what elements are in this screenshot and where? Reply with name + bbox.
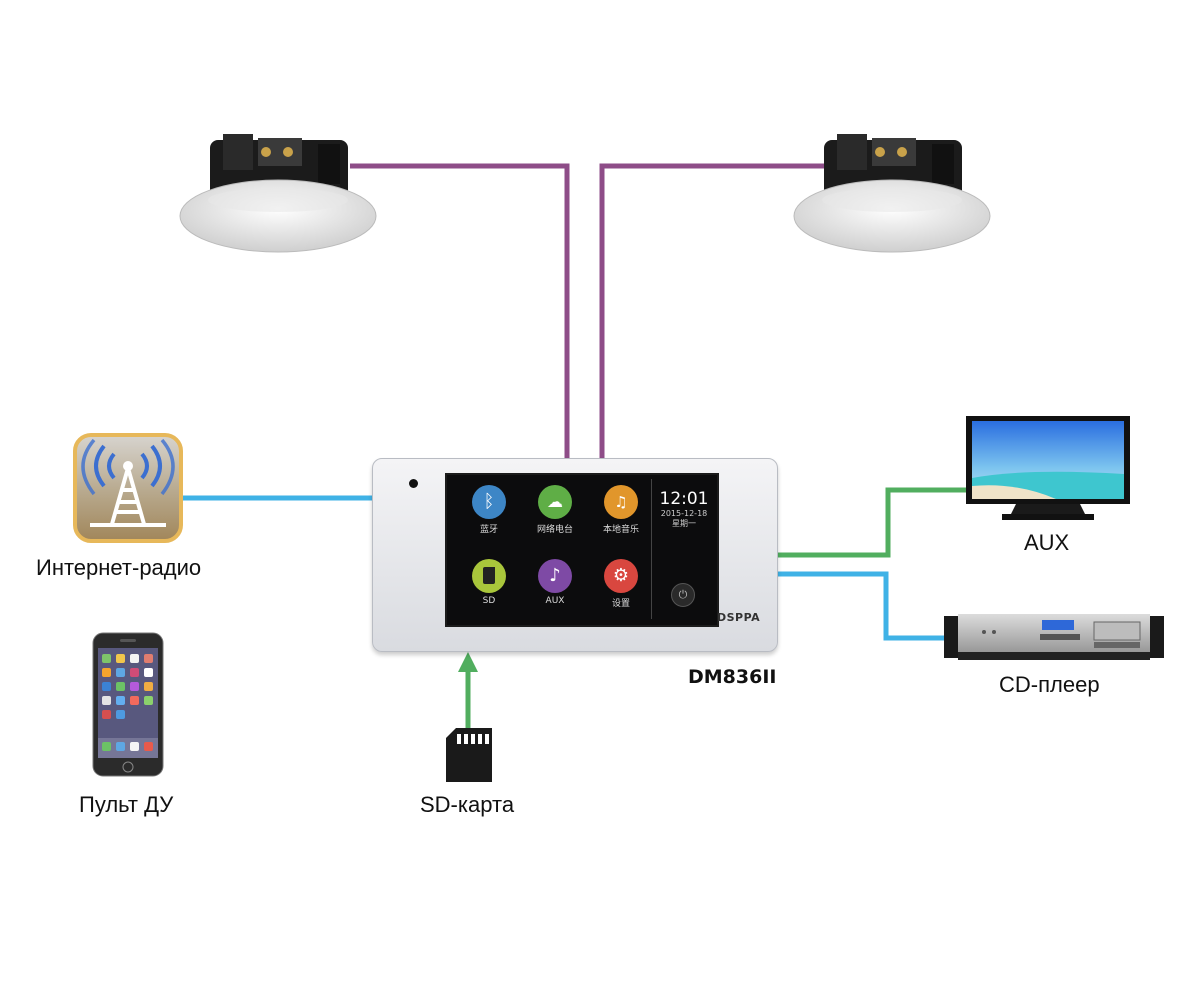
sensor-dot <box>409 479 418 488</box>
app-local-music[interactable]: ♫ 本地音乐 <box>591 485 651 549</box>
cd-player-label: CD-плеер <box>999 672 1100 697</box>
smartphone-icon <box>92 632 164 777</box>
touch-screen: ᛒ 蓝牙 ☁ 网络电台 ♫ 本地音乐 SD ♪ AUX ⚙ <box>445 473 719 627</box>
clock-time: 12:01 <box>659 489 709 509</box>
sd-card-label: SD-карта <box>420 792 515 817</box>
app-label: 本地音乐 <box>602 525 639 535</box>
tv-icon <box>966 416 1130 520</box>
clock-weekday: 星期一 <box>672 519 696 528</box>
speaker-cable-right <box>599 163 832 460</box>
model-label: DM836II <box>688 666 777 688</box>
app-settings[interactable]: ⚙ 设置 <box>591 559 651 623</box>
sd-icon <box>472 559 506 593</box>
clock-widget: 12:01 2015-12-18 星期一 <box>653 489 715 529</box>
app-bluetooth[interactable]: ᛒ 蓝牙 <box>459 485 519 549</box>
power-button[interactable]: ⏻ <box>671 583 695 607</box>
gear-icon: ⚙ <box>604 559 638 593</box>
app-grid: ᛒ 蓝牙 ☁ 网络电台 ♫ 本地音乐 SD ♪ AUX ⚙ <box>459 485 639 617</box>
app-label: 蓝牙 <box>479 525 498 535</box>
ceiling-speaker-left <box>179 134 377 253</box>
aux-label: AUX <box>1024 530 1070 555</box>
screen-divider <box>651 479 652 619</box>
app-label: AUX <box>545 596 565 606</box>
internet-radio-icon <box>73 433 183 543</box>
bluetooth-icon: ᛒ <box>472 485 506 519</box>
app-web-radio[interactable]: ☁ 网络电台 <box>525 485 585 549</box>
speaker-cable-left <box>350 163 570 460</box>
app-sd[interactable]: SD <box>459 559 519 623</box>
aux-cable <box>776 487 970 558</box>
main-device-panel: ᛒ 蓝牙 ☁ 网络电台 ♫ 本地音乐 SD ♪ AUX ⚙ <box>372 458 778 652</box>
cd-player-icon <box>944 614 1164 660</box>
cloud-icon: ☁ <box>538 485 572 519</box>
music-folder-icon: ♫ <box>604 485 638 519</box>
sd-arrow <box>458 652 478 672</box>
app-label: SD <box>482 596 496 606</box>
remote-label: Пульт ДУ <box>79 792 174 817</box>
ceiling-speaker-right <box>793 134 991 253</box>
app-label: 设置 <box>611 599 630 609</box>
app-aux[interactable]: ♪ AUX <box>525 559 585 623</box>
sd-card-icon <box>446 728 492 782</box>
clock-date: 2015-12-18 <box>660 509 708 518</box>
cd-cable <box>776 571 946 641</box>
music-note-icon: ♪ <box>538 559 572 593</box>
brand-logo: DSPPA <box>717 611 761 624</box>
app-label: 网络电台 <box>536 525 573 535</box>
internet-radio-label: Интернет-радио <box>36 555 202 580</box>
